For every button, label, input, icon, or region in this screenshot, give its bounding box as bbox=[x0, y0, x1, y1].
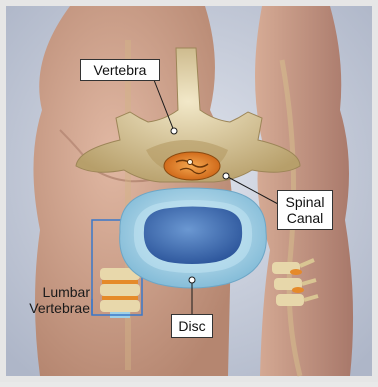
spinal-canal-marker bbox=[223, 173, 229, 179]
disc-label: Disc bbox=[171, 314, 213, 338]
vertebra-marker bbox=[171, 128, 177, 134]
lumbar-label-line2: Vertebrae bbox=[12, 300, 90, 316]
disc-marker bbox=[189, 277, 195, 283]
spinal-canal-label-line1: Spinal bbox=[278, 194, 332, 210]
spinal-cord bbox=[164, 152, 220, 180]
front-lumbar-vertebrae bbox=[100, 268, 140, 318]
disc-label-text: Disc bbox=[178, 318, 205, 334]
vertebra-label: Vertebra bbox=[80, 59, 160, 81]
spinal-canal-label: Spinal Canal bbox=[277, 190, 333, 230]
spinal-canal-label-line2: Canal bbox=[278, 210, 332, 226]
vertebra-label-text: Vertebra bbox=[94, 62, 147, 78]
lumbar-label-line1: Lumbar bbox=[12, 284, 90, 300]
intervertebral-disc bbox=[120, 188, 267, 288]
lumbar-vertebrae-label: Lumbar Vertebrae bbox=[12, 284, 90, 316]
